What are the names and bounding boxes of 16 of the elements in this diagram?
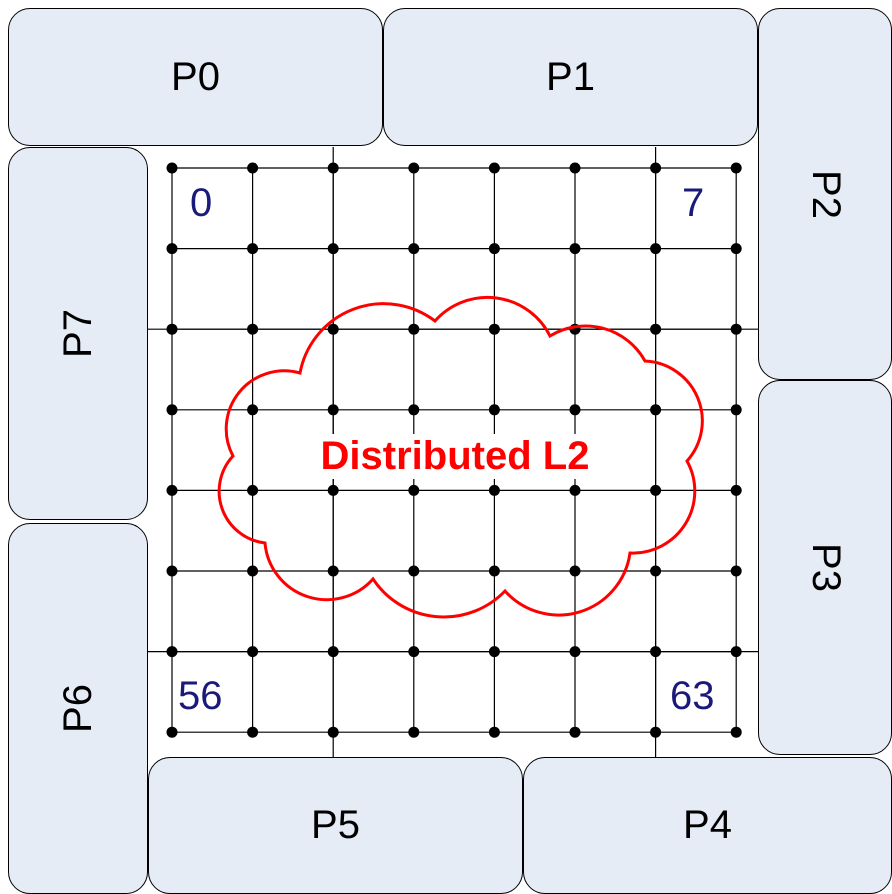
processor-label: P5 <box>311 803 360 848</box>
processor-box <box>8 523 148 894</box>
processor-box <box>523 757 892 894</box>
processor-label: P4 <box>683 803 732 848</box>
processor-label: P2 <box>802 170 848 218</box>
processor-label: P1 <box>546 54 595 100</box>
processor-label: P7 <box>56 309 100 358</box>
processor-label: P3 <box>802 543 848 592</box>
processor-label: P0 <box>171 54 220 100</box>
processor-box <box>758 8 892 380</box>
processor-box <box>148 757 523 894</box>
processor-box <box>8 147 148 520</box>
processor-label: P6 <box>56 684 100 733</box>
processor-box <box>758 380 892 755</box>
processor-box <box>383 8 758 146</box>
processor-box <box>8 8 383 146</box>
